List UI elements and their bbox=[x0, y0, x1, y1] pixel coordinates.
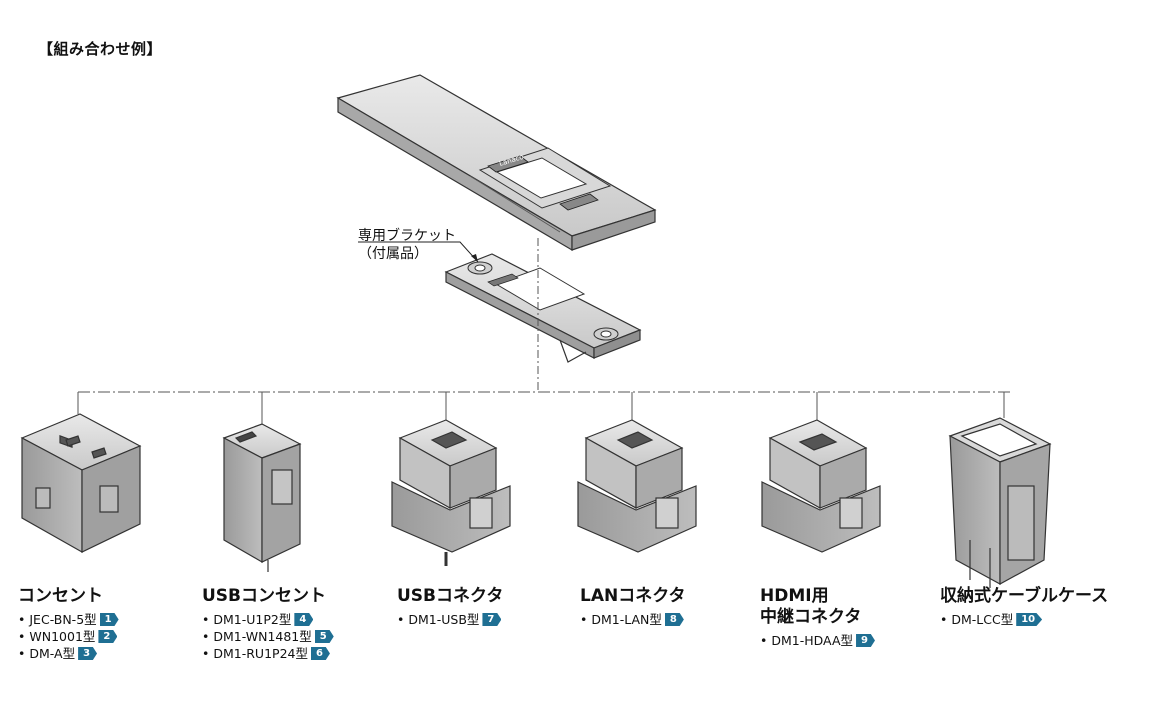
callout-leader bbox=[358, 241, 479, 263]
model-name: DM1-USB型 bbox=[408, 612, 480, 627]
product-title: USBコネクタ bbox=[397, 586, 504, 606]
connector-lines bbox=[77, 238, 1012, 424]
model-name: DM-LCC型 bbox=[951, 612, 1014, 627]
reference-badge: 8 bbox=[664, 613, 684, 626]
plate-illustration: Lanaco bbox=[336, 74, 657, 252]
model-name: DM1-HDAA型 bbox=[771, 633, 854, 648]
cable-case-device-illustration bbox=[948, 417, 1052, 588]
usb-outlet-device-illustration bbox=[222, 423, 302, 572]
reference-badge: 5 bbox=[314, 630, 334, 643]
model-name: DM-A型 bbox=[29, 646, 76, 661]
product-title-line2: 中継コネクタ bbox=[760, 607, 862, 627]
product-title: コンセント bbox=[18, 586, 103, 606]
outlet-device-illustration bbox=[20, 413, 142, 554]
reference-badge: 6 bbox=[310, 647, 330, 660]
product-title-line1: HDMI用 bbox=[760, 586, 829, 606]
reference-badge: 1 bbox=[99, 613, 119, 626]
reference-badge: 2 bbox=[98, 630, 118, 643]
model-name: DM1-U1P2型 bbox=[213, 612, 292, 627]
product-title: USBコンセント bbox=[202, 586, 327, 606]
reference-badge: 10 bbox=[1016, 613, 1043, 626]
model-name: DM1-WN1481型 bbox=[213, 629, 312, 644]
model-name: DM1-LAN型 bbox=[591, 612, 662, 627]
bracket-callout: 専用ブラケット （付属品） bbox=[358, 227, 456, 263]
product-title: 収納式ケーブルケース bbox=[940, 586, 1109, 606]
hdmi-connector-device-illustration bbox=[761, 419, 881, 553]
reference-badge: 4 bbox=[294, 613, 314, 626]
model-name: DM1-RU1P24型 bbox=[213, 646, 308, 661]
reference-badge: 9 bbox=[856, 634, 875, 647]
model-name: WN1001型 bbox=[29, 629, 96, 644]
bracket-illustration bbox=[444, 253, 642, 363]
reference-badge: 3 bbox=[78, 647, 98, 660]
reference-badge: 7 bbox=[482, 613, 502, 626]
model-name: JEC-BN-5型 bbox=[29, 612, 97, 627]
lan-connector-device-illustration bbox=[577, 419, 697, 553]
bracket-callout-line1: 専用ブラケット bbox=[358, 228, 456, 244]
usb-connector-device-illustration bbox=[391, 419, 511, 566]
product-title: LANコネクタ bbox=[580, 586, 686, 606]
bracket-callout-line2: （付属品） bbox=[358, 246, 428, 262]
page-heading: 【組み合わせ例】 bbox=[38, 40, 163, 58]
